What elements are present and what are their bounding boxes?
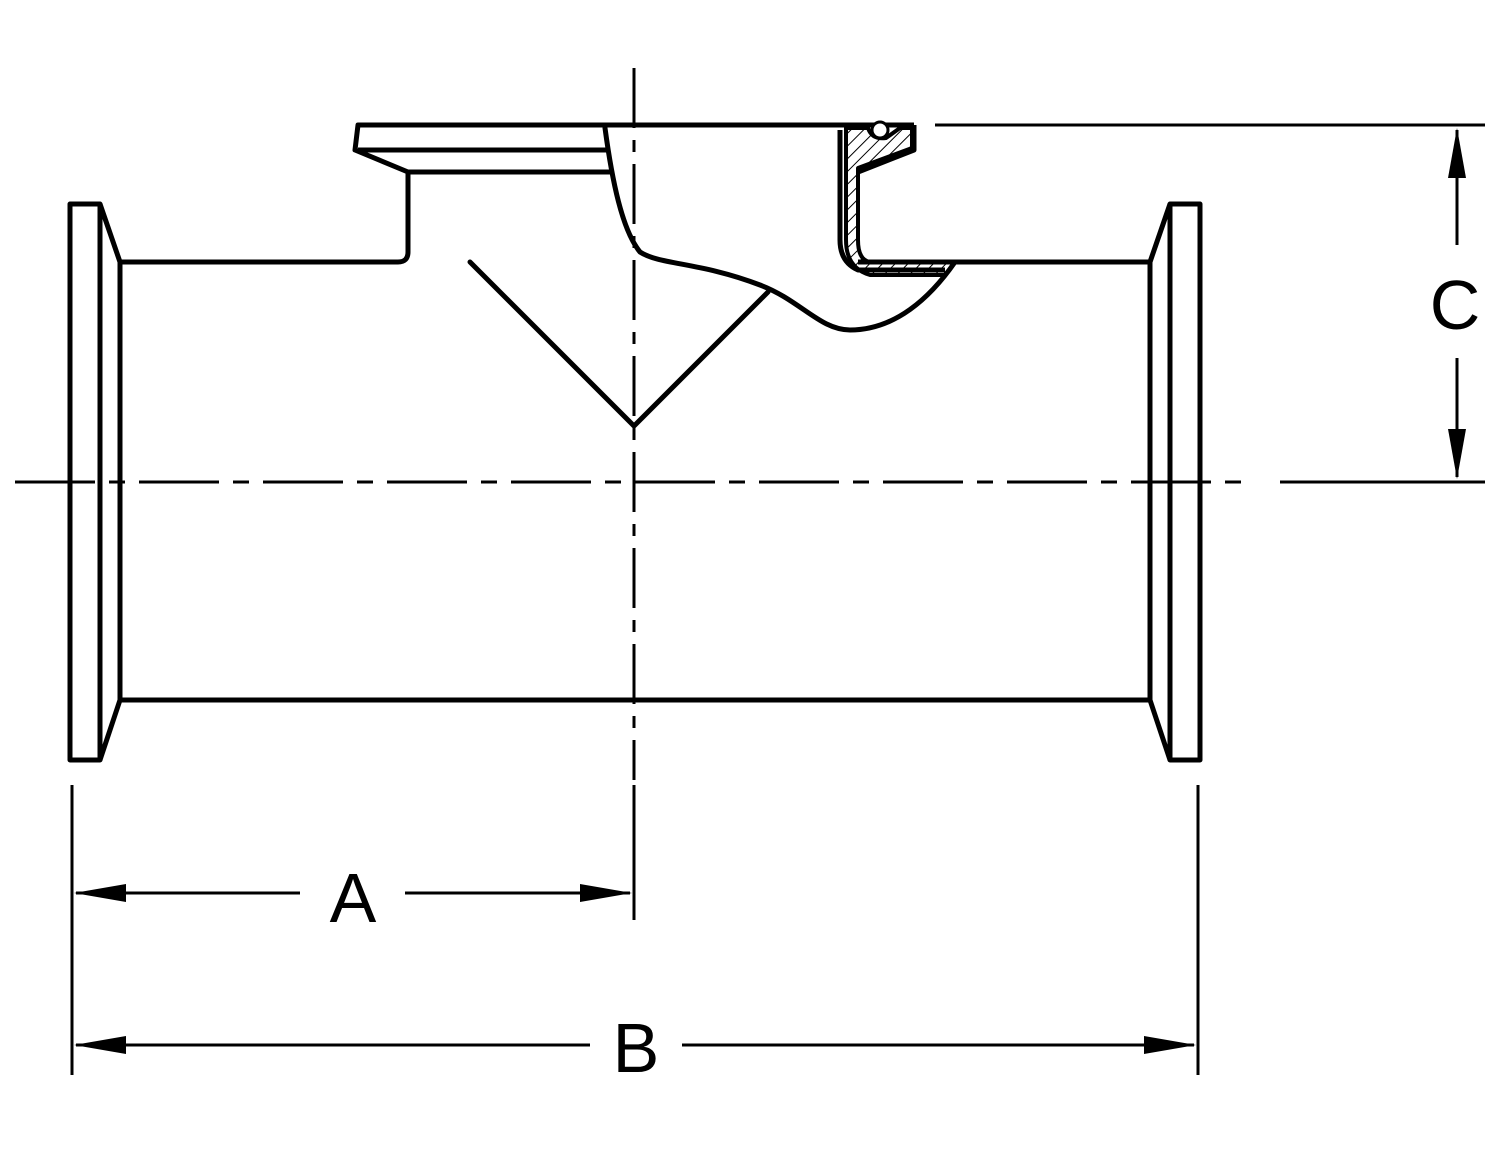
section-hatch [844, 126, 957, 277]
arrowhead-c-top [1448, 128, 1466, 178]
arrowhead-c-bottom [1448, 429, 1466, 479]
dimension-a [70, 785, 636, 1075]
arrowhead-a-right [580, 884, 632, 902]
branch-cutaway [467, 125, 958, 429]
arrowhead-b-right [1144, 1036, 1196, 1054]
dimension-label-c: C [1430, 266, 1481, 344]
arrowhead-a-left [74, 884, 126, 902]
dimension-label-b: B [613, 1009, 660, 1087]
dimension-b [74, 785, 1200, 1075]
o-ring-groove [870, 120, 890, 140]
dimension-label-a: A [330, 859, 377, 937]
arrowhead-b-left [74, 1036, 126, 1054]
run-pipe-top-edge [120, 172, 411, 265]
dimension-c [935, 123, 1485, 484]
center-lines [15, 68, 1255, 780]
